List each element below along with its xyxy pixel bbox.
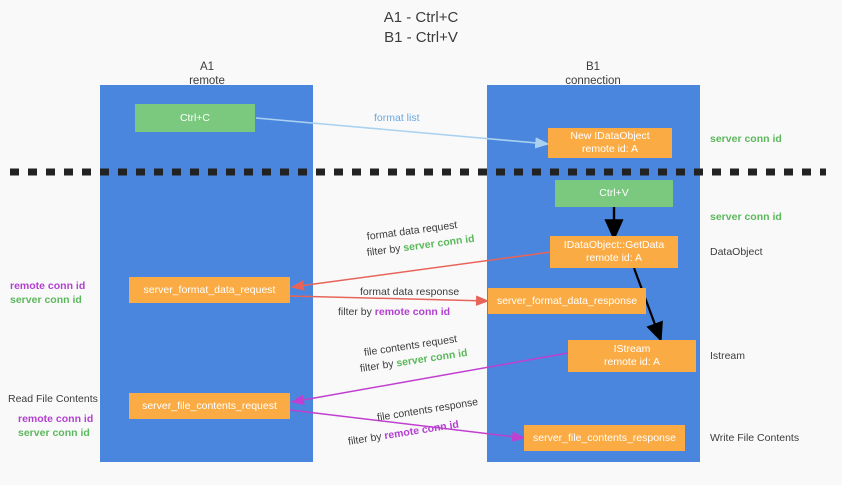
box-istream[interactable]: IStream remote id: A xyxy=(568,340,696,372)
box-server-format-data-response[interactable]: server_format_data_response xyxy=(488,288,646,314)
title-line-2: B1 - Ctrl+V xyxy=(384,29,458,46)
box-server-file-contents-response-label: server_file_contents_response xyxy=(532,431,676,444)
annotation-istream: Istream xyxy=(710,350,746,362)
annotation-left-server-conn-id-1: server conn id xyxy=(10,294,82,306)
box-idataobject-getdata[interactable]: IDataObject::GetData remote id: A xyxy=(550,236,678,268)
box-ctrl-v[interactable]: Ctrl+V xyxy=(555,180,673,207)
box-istream-line2: remote id: A xyxy=(603,356,661,368)
edge-label-format-list: format list xyxy=(374,112,420,124)
annotation-left-remote-conn-id-2: remote conn id xyxy=(18,413,94,425)
box-new-idataobject-line2: remote id: A xyxy=(581,143,639,155)
column-b1-sub: connection xyxy=(565,75,621,87)
edge-label-format-data-response: format data response xyxy=(360,286,460,298)
box-ctrl-v-label: Ctrl+V xyxy=(599,187,629,199)
box-idataobject-getdata-line2: remote id: A xyxy=(585,252,643,264)
filter-prefix-1: filter by xyxy=(366,242,405,259)
title-line-1: A1 - Ctrl+C xyxy=(383,9,459,26)
edge-label-file-contents-response: file contents response xyxy=(376,396,479,424)
annotation-data-object: DataObject xyxy=(710,246,763,258)
edge-label-format-data-response-filter: filter by remote conn id xyxy=(338,305,450,319)
box-server-format-data-request-label: server_format_data_request xyxy=(143,283,276,296)
box-new-idataobject[interactable]: New IDataObject remote id: A xyxy=(548,128,672,158)
filter-prefix-4: filter by xyxy=(347,430,386,448)
box-server-file-contents-request-label: server_file_contents_request xyxy=(142,399,277,412)
annotation-left-server-conn-id-2: server conn id xyxy=(18,427,90,439)
box-ctrl-c[interactable]: Ctrl+C xyxy=(135,104,255,132)
box-idataobject-getdata-line1: IDataObject::GetData xyxy=(563,239,665,251)
column-a1-name: A1 xyxy=(199,61,215,73)
filter-id-2: remote conn id xyxy=(374,306,451,318)
box-server-file-contents-request[interactable]: server_file_contents_request xyxy=(129,393,290,419)
box-ctrl-c-label: Ctrl+C xyxy=(179,111,211,124)
annotation-left-remote-conn-id-1: remote conn id xyxy=(10,280,86,292)
annotation-server-conn-id-top: server conn id xyxy=(710,133,782,145)
column-header-a1: A1 remote xyxy=(127,60,287,88)
filter-prefix-2: filter by xyxy=(338,306,375,318)
edge-label-file-contents-response-filter: filter by remote conn id xyxy=(347,417,460,448)
box-server-file-contents-response[interactable]: server_file_contents_response xyxy=(524,425,685,451)
box-server-format-data-request[interactable]: server_format_data_request xyxy=(129,277,290,303)
box-server-format-data-response-label: server_format_data_response xyxy=(496,294,638,307)
column-b1-name: B1 xyxy=(585,61,601,73)
box-new-idataobject-line1: New IDataObject xyxy=(570,130,650,142)
filter-prefix-3: filter by xyxy=(359,357,398,375)
annotation-read-file-contents: Read File Contents xyxy=(8,393,98,405)
box-istream-line1: IStream xyxy=(613,343,651,355)
column-header-b1: B1 connection xyxy=(513,60,673,88)
diagram-title: A1 - Ctrl+C B1 - Ctrl+V xyxy=(0,8,842,48)
annotation-server-conn-id-mid: server conn id xyxy=(710,211,782,223)
column-a1-sub: remote xyxy=(189,75,225,87)
annotation-write-file-contents: Write File Contents xyxy=(710,432,800,444)
